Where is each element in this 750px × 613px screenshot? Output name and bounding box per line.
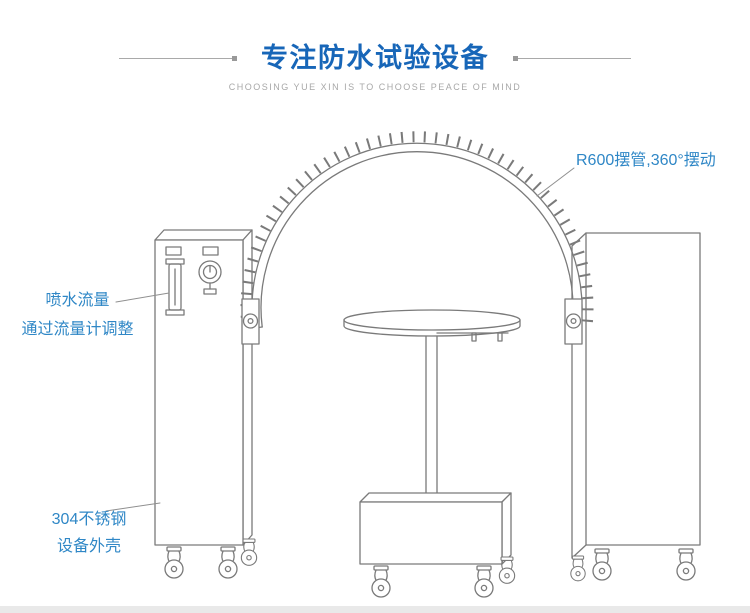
right-pivot-bracket xyxy=(564,298,583,345)
page-subtitle: CHOOSING YUE XIN IS TO CHOOSE PEACE OF M… xyxy=(228,82,522,92)
callout-spray-flow: 喷水流量 通过流量计调整 xyxy=(5,286,150,344)
caster-icon xyxy=(164,546,184,579)
left-pivot-bracket xyxy=(241,298,260,345)
base-box-side xyxy=(501,492,512,565)
nozzle-ticks xyxy=(240,131,594,330)
callout-spray-flow-line1: 喷水流量 xyxy=(45,292,110,309)
callout-spray-flow-line2: 通过流量计调整 xyxy=(21,321,134,338)
pressure-gauge xyxy=(198,260,222,295)
caster-icon xyxy=(592,548,612,581)
base-box-top xyxy=(359,492,512,503)
title-row: 专注防水试验设备 xyxy=(0,42,750,74)
caster-icon xyxy=(676,548,696,581)
leader-spray-flow xyxy=(115,292,170,303)
caster-icon xyxy=(474,565,494,598)
caster-icon xyxy=(371,565,391,598)
flow-meter xyxy=(165,258,185,316)
base-box-front xyxy=(359,501,503,565)
page-title: 专注防水试验设备 xyxy=(261,43,489,73)
swing-pipe-arc xyxy=(240,131,594,345)
leader-swing-pipe xyxy=(536,167,575,197)
vent-slot-left xyxy=(165,246,182,256)
callout-swing-pipe: R600摆管,360°摆动 xyxy=(576,152,716,169)
right-cabinet xyxy=(571,232,701,559)
header: 专注防水试验设备 CHOOSING YUE XIN IS TO CHOOSE P… xyxy=(0,0,750,92)
title-decor-line-right xyxy=(513,55,631,61)
callout-steel-shell-line1: 304不锈钢 xyxy=(51,511,127,528)
callout-steel-shell: 304不锈钢 设备外壳 xyxy=(33,506,145,560)
table-top xyxy=(343,309,521,331)
caster-icon xyxy=(218,546,238,579)
pipe-inner-edge xyxy=(260,151,574,328)
turntable xyxy=(343,309,521,565)
section-divider-strip xyxy=(0,606,750,613)
pipe-outer-edge xyxy=(251,142,583,329)
callout-steel-shell-line2: 设备外壳 xyxy=(56,538,121,555)
vent-slot-right xyxy=(202,246,219,256)
leader-steel-shell xyxy=(105,502,161,512)
callout-leader-lines xyxy=(105,167,575,512)
caster-icon xyxy=(570,555,586,582)
title-decor-line-left xyxy=(119,55,237,61)
left-cabinet xyxy=(154,229,253,546)
pedestal-pole xyxy=(425,325,438,505)
